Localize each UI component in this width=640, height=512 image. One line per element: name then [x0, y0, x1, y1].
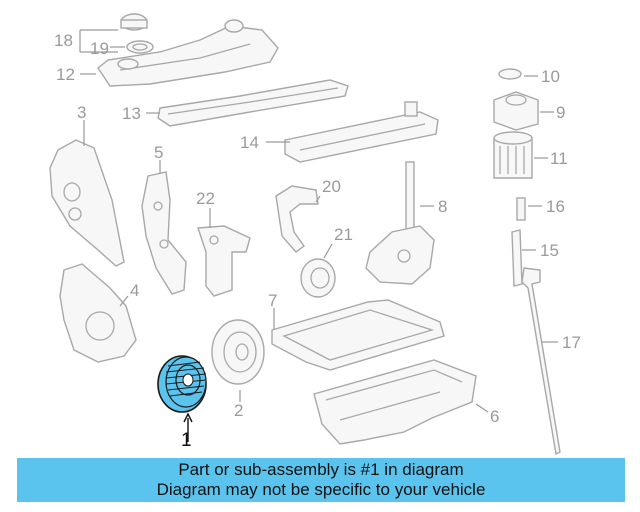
banner-line-2: Diagram may not be specific to your vehi… — [156, 480, 486, 499]
callout-16: 16 — [546, 197, 565, 216]
callout-15: 15 — [540, 241, 559, 260]
callout-20: 20 — [322, 177, 341, 196]
callout-21: 21 — [334, 225, 353, 244]
oil-filter — [493, 131, 533, 179]
banner-line-1: Part or sub-assembly is #1 in diagram — [178, 460, 464, 479]
callout-11: 11 — [550, 149, 568, 168]
callout-12: 12 — [56, 65, 75, 84]
callout-22: 22 — [196, 189, 215, 208]
tensioner — [197, 225, 251, 297]
callout-4: 4 — [130, 281, 139, 300]
oil-filter-housing — [493, 68, 539, 131]
front-cover — [59, 263, 137, 363]
callout-3: 3 — [77, 103, 86, 122]
bracket — [141, 171, 187, 295]
callout-6: 6 — [490, 407, 499, 426]
callout-10: 10 — [541, 67, 560, 86]
callout-1[interactable]: 1 — [181, 430, 192, 451]
diagram-notice-banner: Part or sub-assembly is #1 in diagram Di… — [17, 458, 625, 502]
oil-pan-gasket — [271, 299, 445, 371]
highlighted-pulley-part-1[interactable] — [157, 355, 207, 413]
callout-7: 7 — [268, 291, 277, 310]
oil-pan — [313, 359, 477, 445]
callout-14: 14 — [240, 133, 259, 152]
callout-8: 8 — [438, 197, 447, 216]
filler-cap-gasket — [126, 40, 154, 54]
oil-filler-cap — [120, 13, 148, 31]
dipstick-parts — [511, 197, 561, 456]
callout-17: 17 — [562, 333, 581, 352]
callout-2: 2 — [234, 401, 243, 420]
crankshaft-pulley — [211, 319, 265, 385]
intake-runner — [284, 101, 439, 163]
callout-13: 13 — [122, 104, 141, 123]
leader-lines — [79, 29, 558, 442]
callout-9: 9 — [556, 103, 565, 122]
valve-cover — [97, 19, 279, 87]
valve-cover-gasket — [157, 79, 349, 127]
oil-pump — [365, 161, 435, 285]
timing-cover — [49, 139, 125, 267]
callout-5: 5 — [154, 143, 163, 162]
idler-pulley — [300, 258, 336, 298]
callout-19: 19 — [90, 39, 109, 58]
callout-18: 18 — [54, 31, 73, 50]
timing-belt — [275, 185, 319, 253]
